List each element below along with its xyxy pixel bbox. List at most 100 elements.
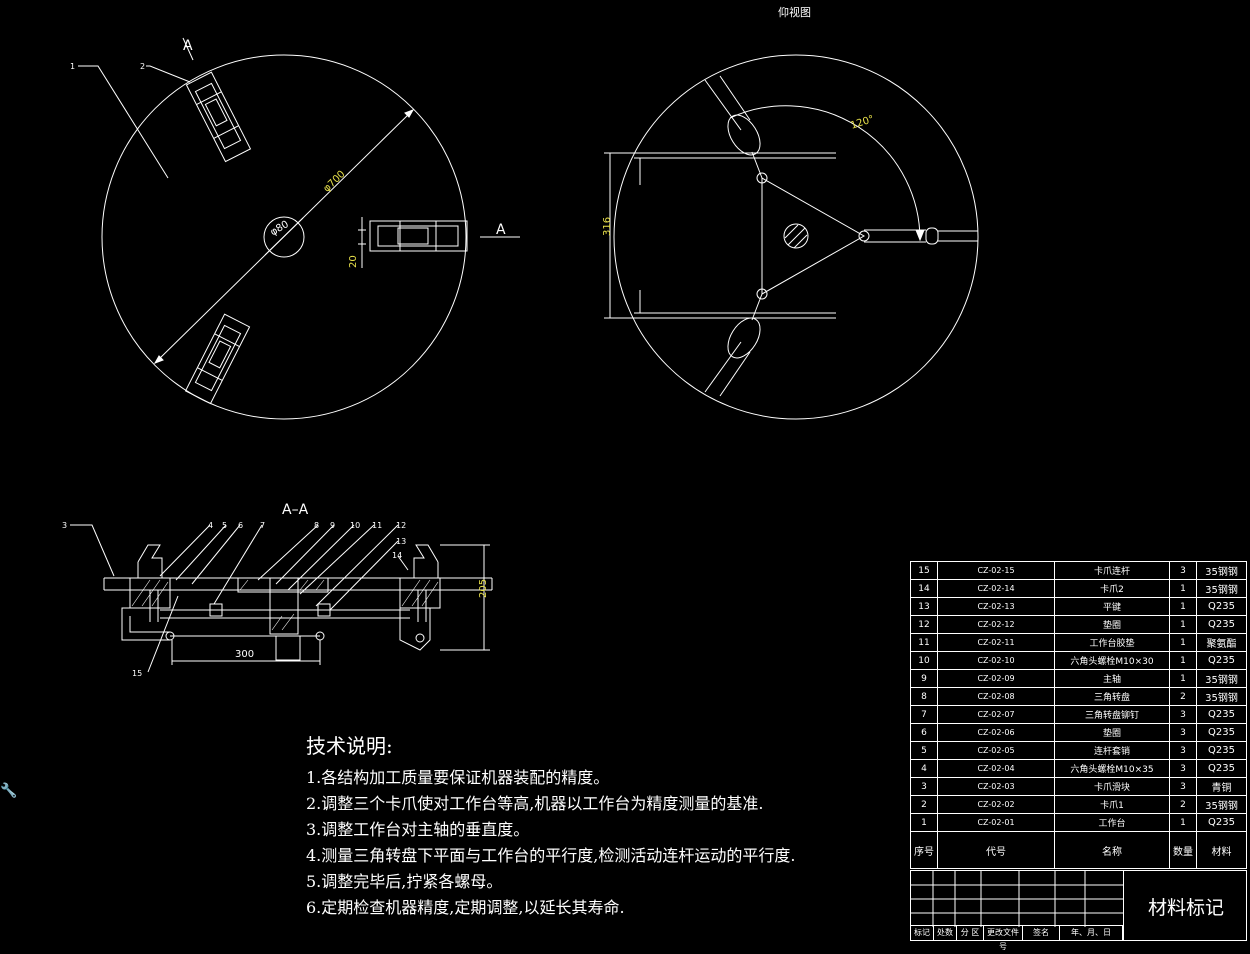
title-block-labels: 标记 处数 分 区 更改文件号 签名 年、月、日 [911,925,1123,951]
tb-label: 标记 [911,926,934,940]
bom-cell-no: 8 [910,687,938,706]
callout-4: 4 [208,521,213,530]
bom-cell-code: CZ-02-02 [937,795,1055,814]
bom-cell-code: CZ-02-09 [937,669,1055,688]
bom-cell-code: CZ-02-01 [937,813,1055,832]
tb-label: 年、月、日 [1060,926,1123,940]
wrench-icon[interactable]: 🔧 [0,783,18,799]
bom-cell-name: 垫圈 [1054,615,1170,634]
bom-cell-name: 平键 [1054,597,1170,616]
section-mark-right: A [496,222,506,238]
bom-cell-name: 三角转盘铆钉 [1054,705,1170,724]
callout-1: 1 [70,62,75,71]
bom-cell-code: CZ-02-10 [937,651,1055,670]
bom-cell-mat: Q235 [1196,597,1247,616]
bom-cell-mat: Q235 [1196,723,1247,742]
bom-cell-mat: 35钢钢 [1196,687,1247,706]
dim-height: 205 [478,579,489,598]
bom-cell-name: 工作台 [1054,813,1170,832]
bom-header-row: 序号代号名称数量材料 [910,831,1247,869]
callout-9: 9 [330,521,335,530]
section-mark-top: A [183,38,193,54]
title-block: 标记 处数 分 区 更改文件号 签名 年、月、日 材料标记 [910,870,1248,951]
bom-cell-name: 主轴 [1054,669,1170,688]
callout-3: 3 [62,521,67,530]
bom-cell-qty: 3 [1169,759,1197,778]
bom-cell-name: 卡爪1 [1054,795,1170,814]
bom-cell-qty: 2 [1169,795,1197,814]
dim-hub-dia: φ80 [269,219,291,238]
bom-cell-no: 14 [910,579,938,598]
bom-cell-code: CZ-02-15 [937,561,1055,580]
bom-cell-no: 4 [910,759,938,778]
note-line: 1.各结构加工质量要保证机器装配的精度。 [306,768,610,787]
bom-cell-no: 9 [910,669,938,688]
bom-cell-mat: Q235 [1196,651,1247,670]
bom-cell-no: 3 [910,777,938,796]
bom-cell-mat: 青铜 [1196,777,1247,796]
bom-cell-name: 卡爪连杆 [1054,561,1170,580]
bom-cell-name: 名称 [1054,831,1170,869]
bom-cell-no: 15 [910,561,938,580]
bom-cell-mat: 35钢钢 [1196,795,1247,814]
bom-cell-qty: 1 [1169,579,1197,598]
bom-cell-name: 卡爪滑块 [1054,777,1170,796]
bom-cell-no: 1 [910,813,938,832]
dim-disk-dia: φ700 [321,169,347,195]
title-block-grid [911,871,1123,927]
bom-cell-code: CZ-02-06 [937,723,1055,742]
bom-cell-no: 序号 [910,831,938,869]
bom-cell-no: 10 [910,651,938,670]
dim-span: 316 [602,217,613,236]
bom-cell-name: 卡爪2 [1054,579,1170,598]
bom-cell-name: 连杆套销 [1054,741,1170,760]
callout-6: 6 [238,521,243,530]
bom-cell-qty: 1 [1169,615,1197,634]
bom-cell-code: CZ-02-13 [937,597,1055,616]
bom-cell-mat: Q235 [1196,705,1247,724]
bom-cell-code: CZ-02-08 [937,687,1055,706]
bom-cell-qty: 1 [1169,651,1197,670]
bom-cell-mat: 35钢钢 [1196,669,1247,688]
bom-cell-code: CZ-02-14 [937,579,1055,598]
bom-cell-qty: 数量 [1169,831,1197,869]
bom-cell-qty: 2 [1169,687,1197,706]
callout-2: 2 [140,62,145,71]
bom-cell-no: 6 [910,723,938,742]
bom-cell-code: CZ-02-12 [937,615,1055,634]
callout-8: 8 [314,521,319,530]
bom-cell-name: 六角头螺栓M10×30 [1054,651,1170,670]
callout-13: 13 [396,537,406,546]
triangle-plate [761,177,866,295]
tb-label: 处数 [934,926,957,940]
callout-7: 7 [260,521,265,530]
dim-length: 300 [235,649,254,660]
bom-cell-no: 13 [910,597,938,616]
tb-label: 更改文件号 [984,926,1023,951]
bom-cell-mat: Q235 [1196,813,1247,832]
bom-cell-qty: 1 [1169,813,1197,832]
bom-cell-qty: 3 [1169,705,1197,724]
hub-circle [263,216,305,258]
bom-cell-mat: Q235 [1196,741,1247,760]
bom-cell-code: CZ-02-04 [937,759,1055,778]
bom-cell-code: CZ-02-03 [937,777,1055,796]
material-mark: 材料标记 [1123,871,1248,941]
callout-12: 12 [396,521,406,530]
bom-cell-qty: 1 [1169,633,1197,652]
bom-cell-qty: 3 [1169,741,1197,760]
tb-label: 签名 [1023,926,1060,940]
callout-5: 5 [222,521,227,530]
